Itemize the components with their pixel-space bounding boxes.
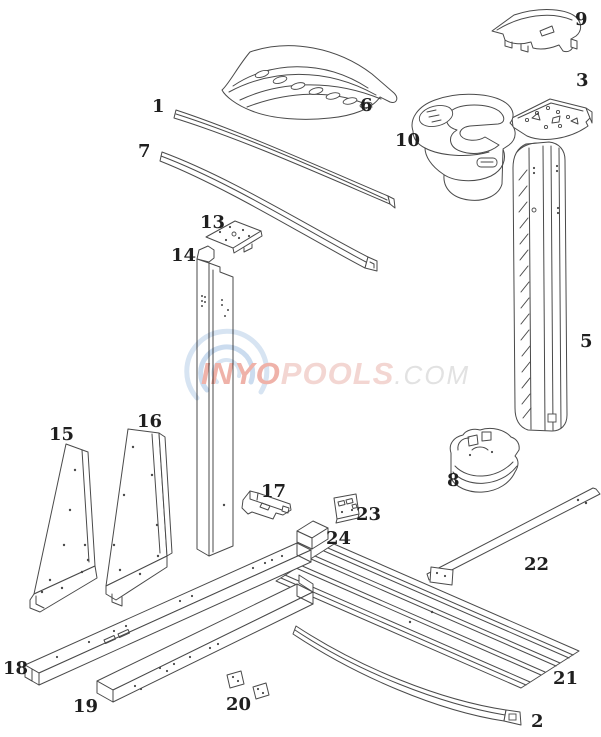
part-17-channel-bracket [241, 490, 292, 520]
part-label-13: 13 [200, 212, 226, 233]
part-22-strap [426, 487, 601, 586]
part-label-22: 22 [524, 554, 550, 575]
part-label-9: 9 [575, 9, 588, 30]
part-19-straight-rail [96, 574, 314, 703]
part-9-ledge-cover [491, 9, 582, 53]
part-label-20: 20 [226, 694, 252, 715]
part-label-17: 17 [261, 481, 287, 502]
part-8-bottom-boot [449, 427, 520, 493]
part-label-7: 7 [138, 141, 151, 162]
part-label-2: 2 [531, 711, 544, 732]
part-6-top-ledge [221, 45, 398, 120]
part-label-1: 1 [152, 96, 165, 117]
part-label-8: 8 [447, 470, 460, 491]
part-label-14: 14 [171, 245, 197, 266]
part-24-block [296, 520, 329, 550]
part-5-upright [512, 141, 568, 432]
part-13-column-top-plate [205, 220, 263, 254]
part-20-joiner-plates [226, 670, 270, 700]
part-14-buttress-upright [196, 245, 234, 557]
part-label-3: 3 [576, 70, 589, 91]
part-label-19: 19 [73, 696, 99, 717]
part-label-6: 6 [360, 95, 373, 116]
part-15-buttress-brace [29, 443, 98, 613]
part-1-curved-rail [173, 109, 396, 209]
part-label-16: 16 [137, 411, 163, 432]
part-label-21: 21 [553, 668, 579, 689]
part-label-5: 5 [580, 331, 593, 352]
part-2-curved-bottom-rail [292, 625, 522, 726]
part-label-18: 18 [3, 658, 29, 679]
part-label-15: 15 [49, 424, 75, 445]
part-label-10: 10 [395, 130, 421, 151]
part-18-straight-rail [24, 542, 312, 686]
part-16-buttress-brace [105, 428, 173, 607]
part-label-24: 24 [326, 528, 352, 549]
part-10-top-cap [411, 93, 516, 201]
part-23-slotted-plate [333, 493, 360, 524]
part-label-23: 23 [356, 504, 382, 525]
part-3-top-plate [511, 98, 593, 140]
part-7-curved-rail [159, 151, 378, 272]
